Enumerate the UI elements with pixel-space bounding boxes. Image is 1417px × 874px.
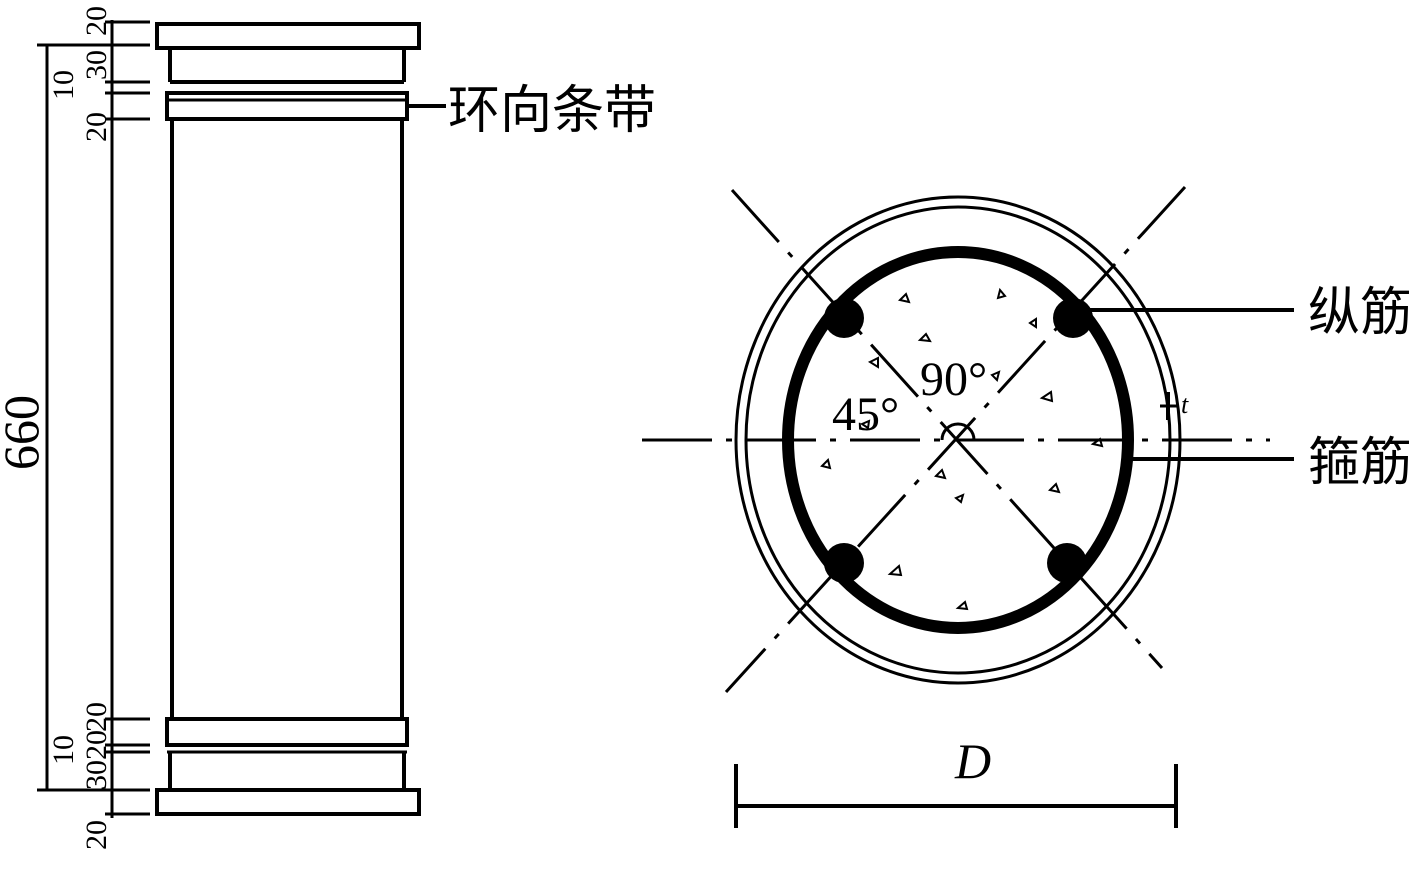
band-label: 环向条带: [448, 81, 656, 141]
dim-top-30: 30: [80, 50, 113, 80]
dim-total-height: 660: [0, 395, 49, 470]
dim-bottom-30: 30: [80, 760, 113, 790]
angle-45-label: 45°: [832, 388, 899, 441]
angle-arc: [940, 422, 976, 441]
dim-bottom-20c: 20: [80, 820, 113, 850]
thickness-label: t: [1181, 390, 1189, 419]
rebar-top-left: [824, 298, 864, 338]
rebar-bottom-left: [824, 543, 864, 583]
stirrup-label: 箍筋: [1308, 433, 1412, 493]
dim-bottom-20b: 20: [80, 730, 113, 760]
dim-top-20: 20: [80, 6, 113, 36]
longitudinal-label: 纵筋: [1308, 283, 1412, 343]
dim-top-10: 10: [47, 70, 80, 100]
dim-bottom-10: 10: [47, 735, 80, 765]
bottom-cap: [155, 788, 421, 816]
diameter-label: D: [954, 733, 991, 789]
top-cap: [155, 22, 421, 50]
dim-top-band-20: 20: [80, 112, 113, 142]
rebar-top-right: [1053, 298, 1093, 338]
concrete-aggregate: [820, 287, 1104, 611]
elevation-view: [37, 20, 446, 818]
centerline-diagonal-b: [724, 185, 1187, 694]
bottom-ring-band: [165, 717, 409, 747]
longitudinal-bars: [824, 298, 1093, 583]
top-ring-band: [165, 91, 409, 121]
cross-section: [642, 185, 1294, 828]
angle-90-label: 90°: [920, 353, 987, 406]
dim-bottom-20a: 20: [80, 702, 113, 732]
rebar-bottom-right: [1047, 543, 1087, 583]
